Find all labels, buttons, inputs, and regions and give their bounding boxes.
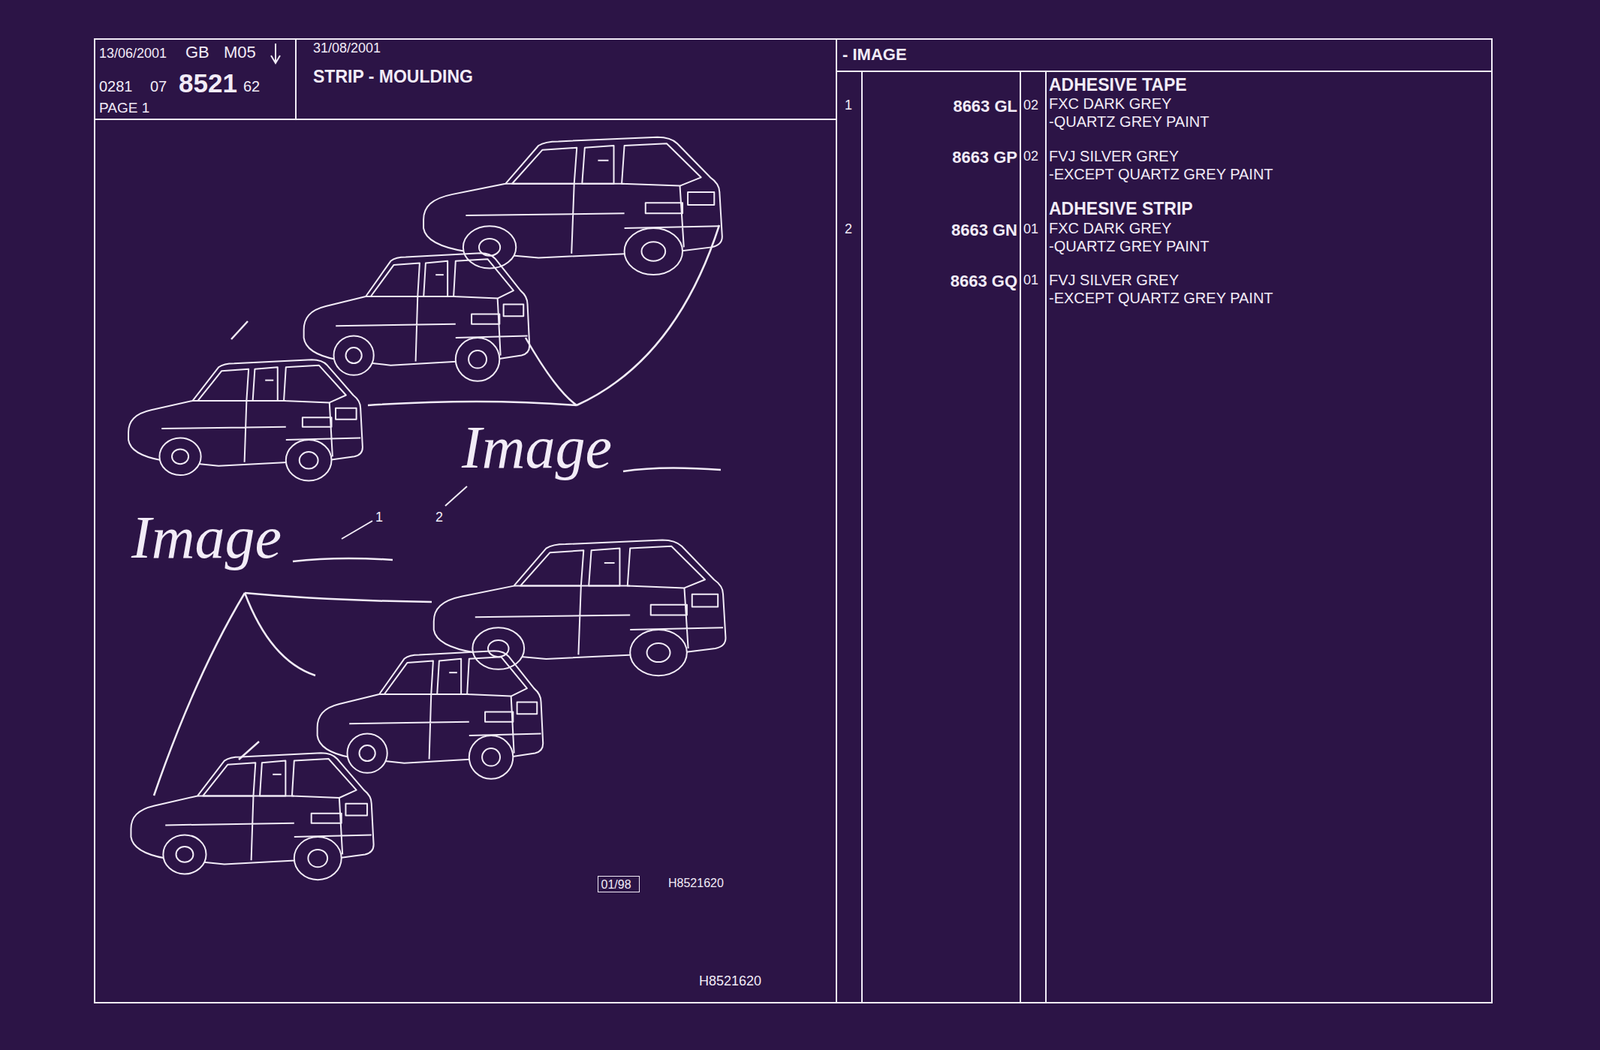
header-text: 13/06/2001 bbox=[99, 46, 167, 62]
table-header-band: - IMAGE bbox=[836, 39, 1492, 72]
quantity: 01 bbox=[1023, 222, 1039, 238]
part-number: 8663 GQ bbox=[950, 272, 1018, 291]
part-description: FXC DARK GREY bbox=[1048, 95, 1172, 112]
header-text: STRIP - MOULDING bbox=[313, 67, 474, 87]
part-description: -EXCEPT QUARTZ GREY PAINT bbox=[1048, 165, 1274, 183]
header-text: - IMAGE bbox=[842, 45, 907, 64]
badge-script: Image bbox=[461, 417, 612, 478]
header-text: 0281 bbox=[99, 78, 133, 95]
drawing-reference: H8521620 bbox=[699, 974, 762, 990]
header-text: 31/08/2001 bbox=[313, 41, 381, 57]
callout-number: 2 bbox=[435, 510, 443, 526]
header-text: 62 bbox=[243, 78, 260, 95]
drawing-reference: H8521620 bbox=[668, 876, 724, 891]
part-description: -EXCEPT QUARTZ GREY PAINT bbox=[1048, 289, 1274, 307]
quantity: 01 bbox=[1023, 273, 1039, 289]
part-description: -QUARTZ GREY PAINT bbox=[1048, 238, 1209, 255]
part-number: 8663 GP bbox=[952, 148, 1018, 167]
part-number: 8663 GL bbox=[952, 97, 1018, 116]
badge-script: Image bbox=[131, 507, 282, 568]
part-name: ADHESIVE TAPE bbox=[1048, 75, 1188, 95]
header-text: 01/98 bbox=[601, 878, 632, 892]
part-description: FXC DARK GREY bbox=[1048, 219, 1172, 237]
callout-number: 1 bbox=[375, 510, 383, 526]
part-number: 8663 GN bbox=[951, 221, 1018, 240]
header-title-box: 31/08/2001STRIP - MOULDING bbox=[295, 39, 837, 120]
callout-number: 1 bbox=[844, 98, 853, 114]
part-description: FVJ SILVER GREY bbox=[1048, 271, 1179, 289]
quantity: 02 bbox=[1023, 98, 1039, 114]
header-text: M05 bbox=[223, 43, 257, 62]
header-text: 8521 bbox=[178, 69, 238, 99]
part-description: -QUARTZ GREY PAINT bbox=[1048, 113, 1209, 130]
header-text: GB bbox=[185, 43, 210, 62]
part-name: ADHESIVE STRIP bbox=[1048, 199, 1194, 219]
date-code-box: 01/98 bbox=[597, 876, 640, 893]
header-text: 07 bbox=[150, 78, 167, 95]
header-reference-box: 13/06/2001 GB M05 0281 07 8521 62PAGE 1 bbox=[94, 39, 296, 120]
part-description: FVJ SILVER GREY bbox=[1048, 147, 1179, 165]
quantity: 02 bbox=[1023, 149, 1039, 165]
callout-number: 2 bbox=[844, 222, 853, 238]
header-text: PAGE 1 bbox=[99, 100, 150, 117]
